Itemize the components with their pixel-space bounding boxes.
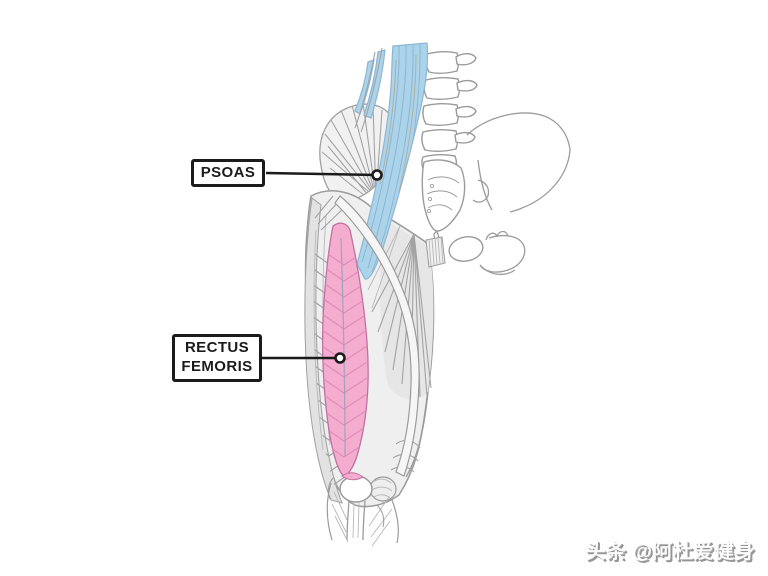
knee-region xyxy=(326,472,399,547)
rectus-femoris-label-box: RECTUS FEMORIS xyxy=(172,334,262,382)
rectus-femoris-label-line1: RECTUS xyxy=(184,339,250,357)
psoas-label-box: PSOAS xyxy=(191,159,265,187)
rectus-femoris-label-line2: FEMORIS xyxy=(181,358,253,375)
sacrum xyxy=(421,159,466,241)
lumbar-spine xyxy=(421,51,478,174)
watermark-text: 头条 @阿杜爱健身 xyxy=(585,541,755,563)
rectus-femoris-marker-dot xyxy=(334,352,346,364)
psoas-marker-dot xyxy=(371,169,383,181)
rectus-femoris-leader-line xyxy=(261,352,346,364)
psoas-label-text: PSOAS xyxy=(200,163,256,181)
pelvis xyxy=(448,112,571,276)
psoas-leader-line xyxy=(265,169,383,181)
rectus-femoris-highlight xyxy=(321,222,369,477)
sartorius-muscle xyxy=(334,195,420,477)
